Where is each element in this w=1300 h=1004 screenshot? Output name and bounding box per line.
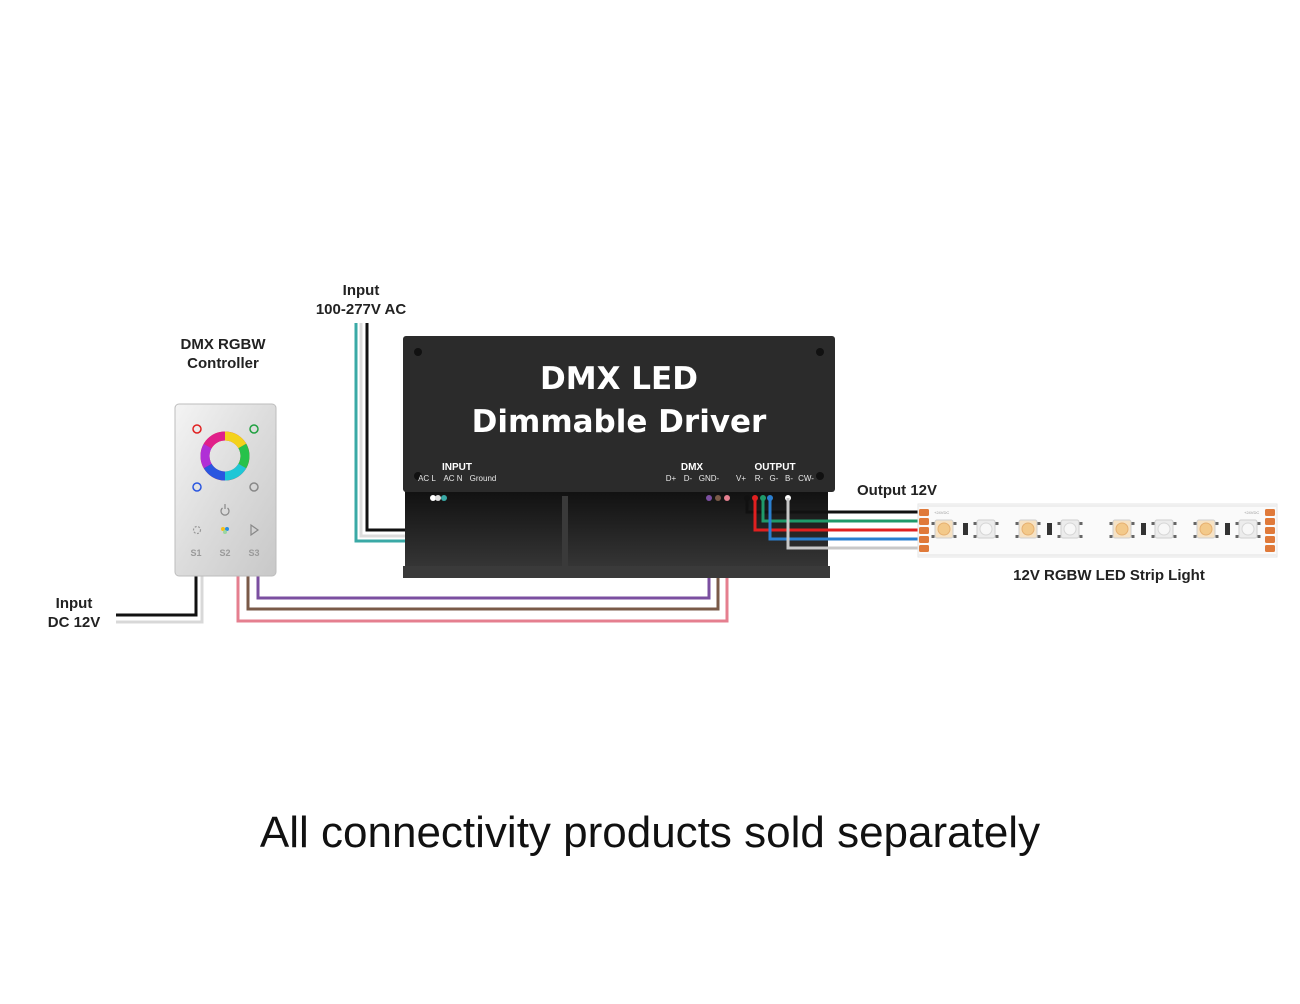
dmx-led-driver: DMX LED Dimmable Driver INPUT AC L AC N … <box>403 336 835 578</box>
terminal-d-minus: D- <box>684 474 693 483</box>
terminal-d-plus: D+ <box>666 474 677 483</box>
footer-note: All connectivity products sold separatel… <box>259 808 1041 857</box>
dmx-rgbw-controller: S1 S2 S3 <box>174 403 277 577</box>
driver-title-line1: DMX LED <box>540 361 698 397</box>
strip-label: 12V RGBW LED Strip Light <box>1013 567 1205 584</box>
driver-screw-tr <box>816 348 824 356</box>
strip-voltage-mark-right: +24VDC <box>1244 510 1259 515</box>
ac-input-label-line1: Input <box>343 282 380 299</box>
brightness-icon[interactable] <box>192 525 202 535</box>
dc-input-label-line1: Input <box>56 595 93 612</box>
strip-edge-top <box>918 505 1277 507</box>
dc-wire-white <box>116 575 204 624</box>
led-chip <box>1193 519 1219 539</box>
terminal-ground: Ground <box>470 474 497 483</box>
strip-body <box>917 503 1278 558</box>
driver-dmx-header: DMX <box>681 462 704 473</box>
led-chip <box>1151 519 1177 539</box>
led-chip <box>1015 519 1041 539</box>
terminal-cw: CW- <box>798 474 814 483</box>
driver-screw-bl <box>414 472 422 480</box>
driver-title-line2: Dimmable Driver <box>472 404 767 440</box>
strip-resistor <box>963 523 968 535</box>
out-wire-blue <box>768 498 922 541</box>
driver-output-header: OUTPUT <box>754 462 795 473</box>
strip-led-chips <box>931 519 1261 539</box>
dc-wire-black <box>116 575 198 617</box>
driver-tray-divider <box>562 496 568 568</box>
driver-lower-tray <box>405 485 828 577</box>
controller-label-line1: DMX RGBW <box>181 336 267 353</box>
scene-button-s1[interactable]: S1 <box>190 548 201 558</box>
color-mode-icon[interactable] <box>221 527 229 534</box>
led-chip <box>1109 519 1135 539</box>
ac-input-label-line2: 100-277V AC <box>316 301 406 318</box>
red-indicator-icon <box>192 424 202 434</box>
blue-indicator-icon <box>192 482 202 492</box>
play-icon[interactable] <box>250 523 260 537</box>
out-wire-green <box>761 498 922 523</box>
driver-screw-br <box>816 472 824 480</box>
strip-right-solder-pads <box>1265 509 1275 552</box>
strip-resistor <box>1047 523 1052 535</box>
terminal-b: B- <box>785 474 793 483</box>
ac-input-label: Input 100-277V AC <box>316 282 406 318</box>
strip-resistor <box>1141 523 1146 535</box>
scene-button-s3[interactable]: S3 <box>248 548 259 558</box>
power-icon[interactable] <box>220 504 230 516</box>
terminal-ac-n: AC N <box>443 474 462 483</box>
driver-body <box>403 336 835 492</box>
out-wire-white <box>786 498 922 550</box>
led-chip <box>973 519 999 539</box>
strip-voltage-mark-left: +24VDC <box>934 510 949 515</box>
scene-button-s2[interactable]: S2 <box>219 548 230 558</box>
color-wheel-segments <box>200 431 250 481</box>
strip-edge-bottom <box>918 554 1277 556</box>
terminal-r: R- <box>755 474 764 483</box>
out-wire-black <box>745 498 922 514</box>
led-chip <box>1235 519 1261 539</box>
led-chip <box>931 519 957 539</box>
terminal-g: G- <box>770 474 779 483</box>
driver-screw-tl <box>414 348 422 356</box>
controller-label-line2: Controller <box>187 355 259 372</box>
terminal-ac-l: AC L <box>418 474 436 483</box>
dc-input-label: Input DC 12V <box>48 595 101 631</box>
strip-left-solder-pads <box>919 509 929 552</box>
green-indicator-icon <box>249 424 259 434</box>
dc-input-wires <box>116 575 204 624</box>
terminal-v-plus: V+ <box>736 474 746 483</box>
controller-label: DMX RGBW Controller <box>181 336 267 372</box>
dc-input-label-line2: DC 12V <box>48 614 101 631</box>
rgbw-led-strip: +24VDC +24VDC <box>917 503 1278 558</box>
driver-input-header: INPUT <box>442 462 472 473</box>
white-indicator-icon <box>249 482 259 492</box>
terminal-gnd: GND- <box>699 474 720 483</box>
led-chip <box>1057 519 1083 539</box>
output-wires <box>745 498 922 550</box>
out-wire-red <box>753 498 922 532</box>
strip-resistor <box>1225 523 1230 535</box>
output-label: Output 12V <box>857 482 937 499</box>
driver-tray-lip <box>403 566 830 578</box>
